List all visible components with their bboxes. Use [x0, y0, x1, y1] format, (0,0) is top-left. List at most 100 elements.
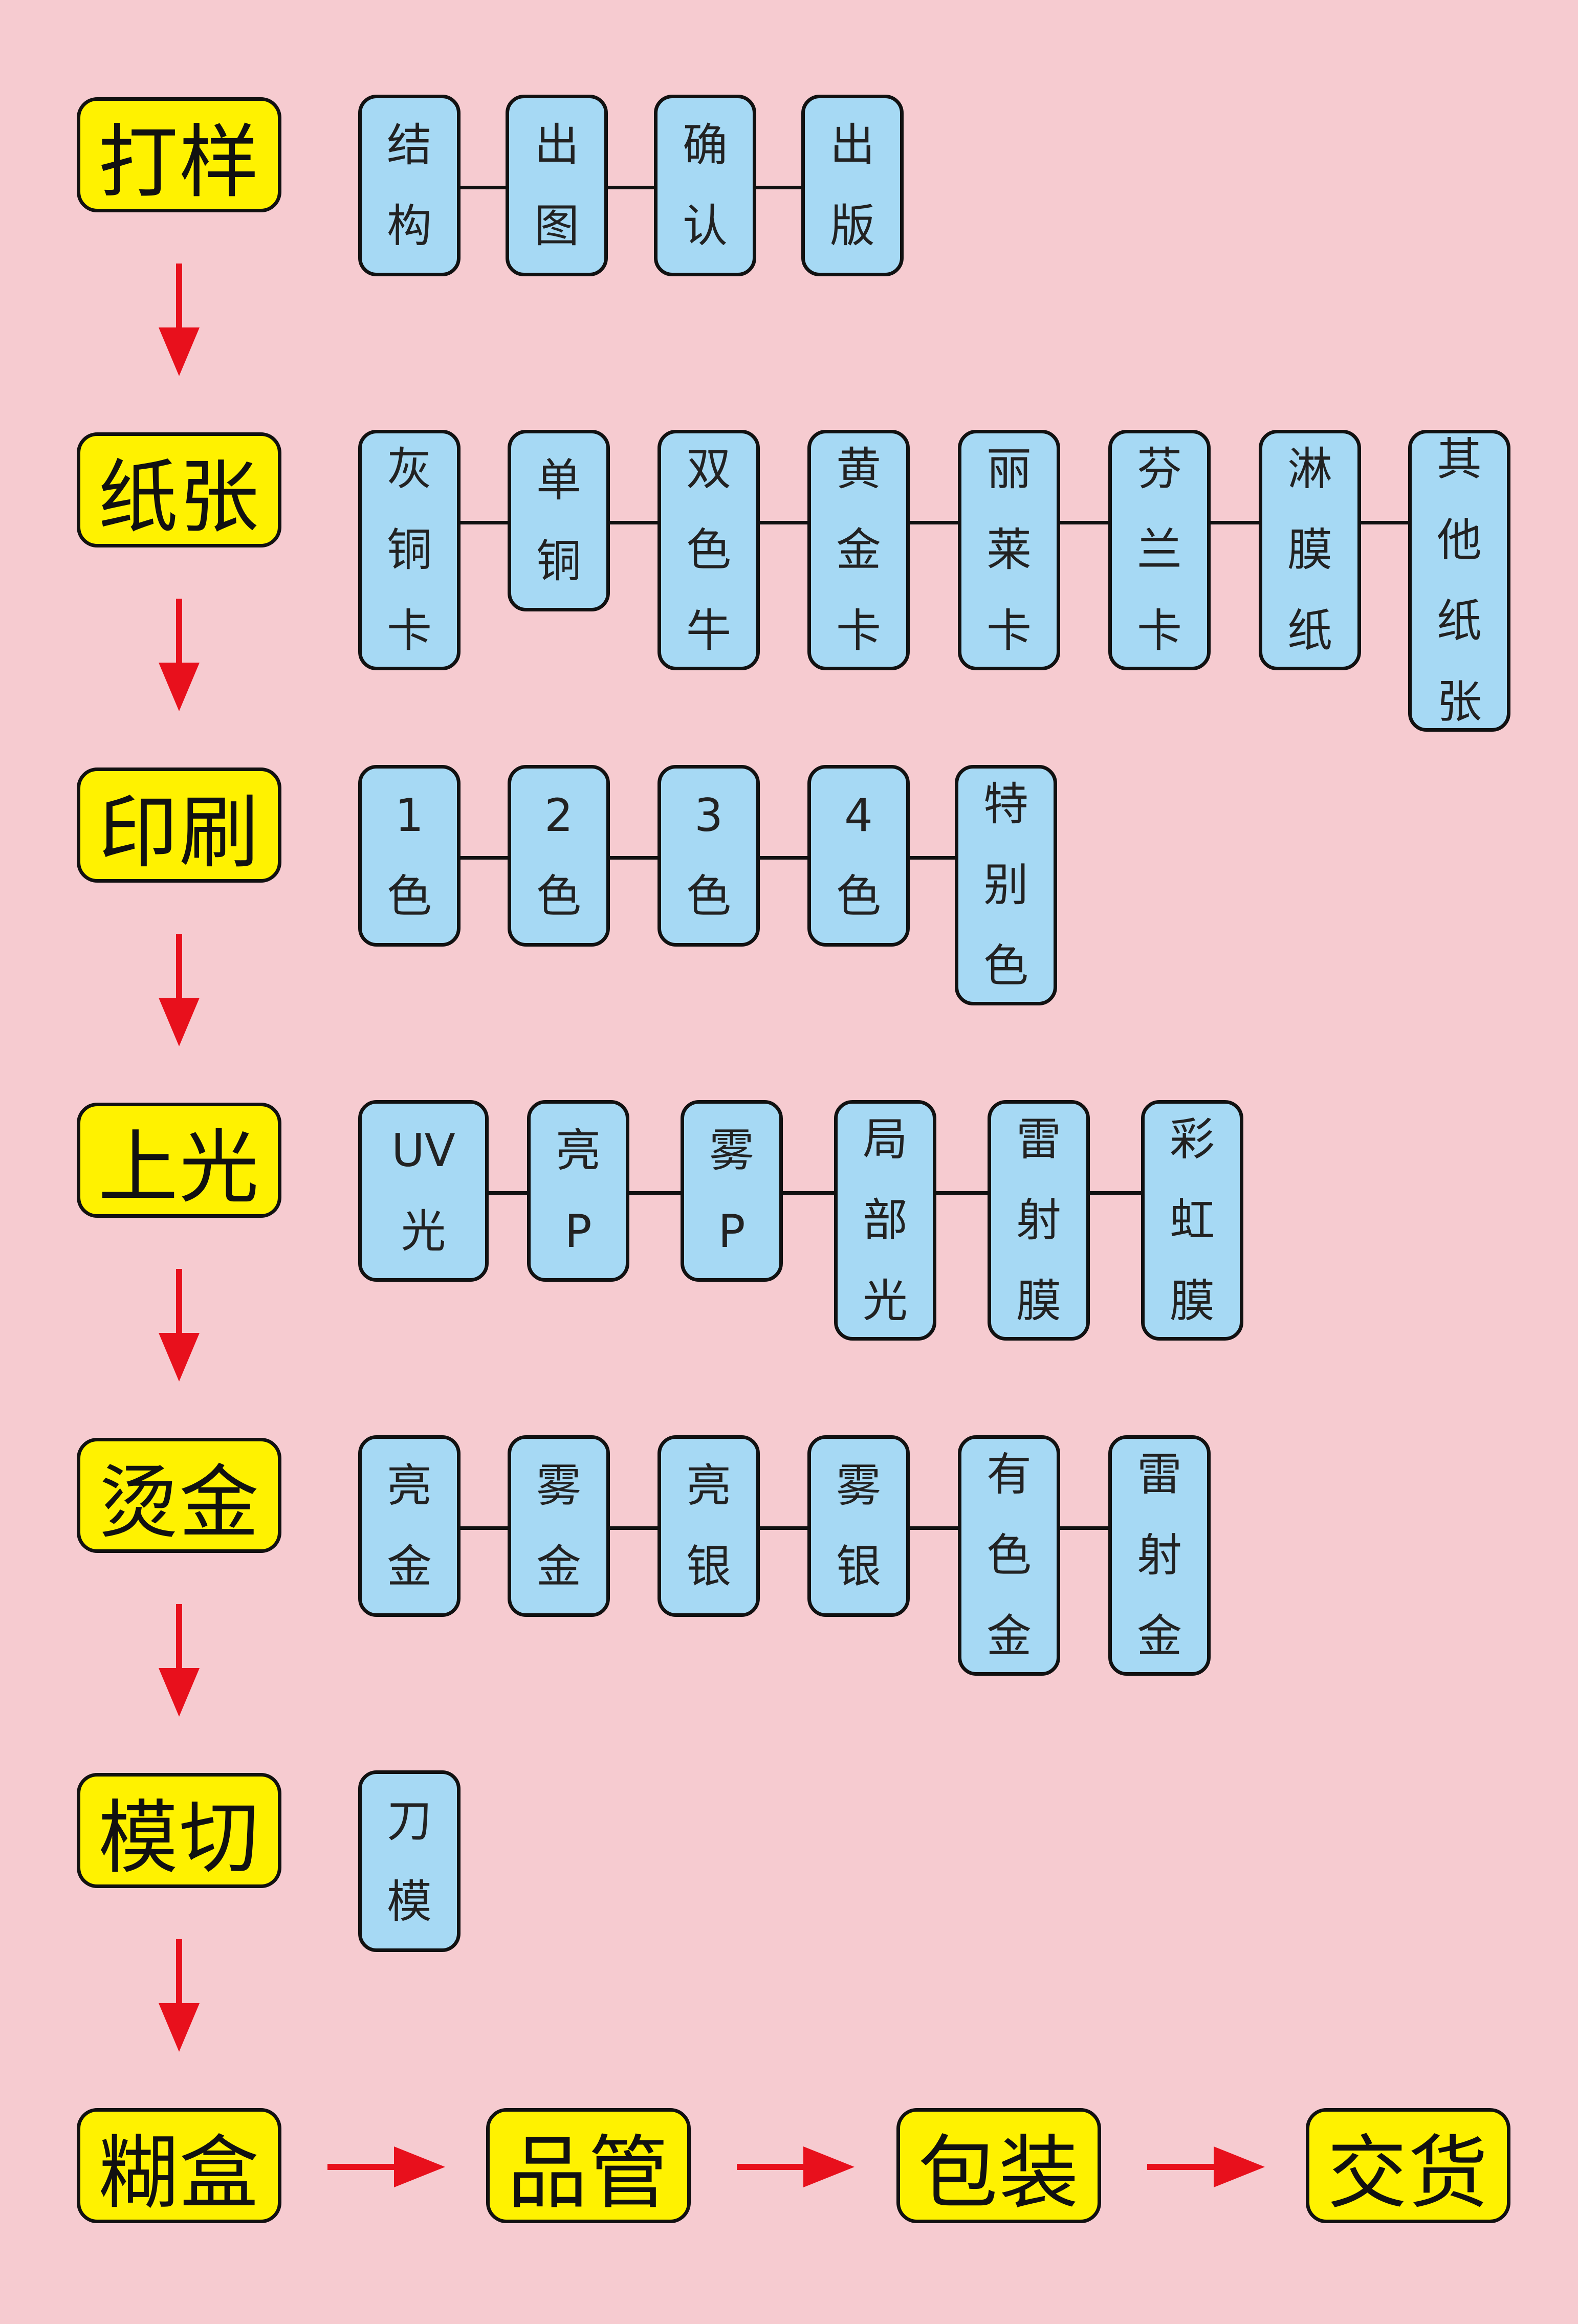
option-char: 雷: [1136, 1448, 1182, 1501]
option-char: 色: [836, 869, 881, 923]
option-box: 黄金卡: [807, 430, 910, 670]
option-char: 局: [862, 1113, 908, 1166]
option-char: 雾: [836, 1459, 881, 1512]
option-box: 出版: [801, 95, 904, 276]
option-char: 双: [686, 443, 731, 495]
option-char: 1: [395, 788, 424, 842]
down-arrow-icon: [154, 264, 205, 376]
option-char: 铜: [536, 534, 581, 587]
option-box: 结构: [358, 95, 461, 276]
connector-line: [610, 856, 658, 860]
option-char: 亮: [686, 1459, 731, 1512]
option-char: 卡: [386, 604, 432, 657]
option-box: 单铜: [508, 430, 610, 611]
option-char: 2: [544, 788, 573, 842]
connector-line: [489, 1191, 527, 1195]
connector-line: [936, 1191, 988, 1195]
option-box: 雷射金: [1108, 1435, 1211, 1676]
option-box: 其他纸张: [1408, 430, 1510, 732]
option-char: 银: [686, 1540, 731, 1593]
down-arrow-icon: [154, 1939, 205, 2052]
connector-line: [1060, 521, 1108, 524]
option-char: 雾: [536, 1459, 581, 1512]
final-stage-box: 糊盒: [77, 2108, 281, 2223]
option-char: 构: [386, 199, 432, 252]
down-arrow-icon: [154, 599, 205, 711]
option-char: P: [564, 1204, 592, 1258]
right-arrow-icon: [1147, 2141, 1265, 2193]
option-char: 他: [1436, 514, 1482, 566]
final-stage-box: 品管: [486, 2108, 691, 2223]
option-char: 张: [1436, 675, 1482, 728]
option-char: 色: [686, 869, 731, 923]
option-char: 其: [1436, 433, 1482, 486]
option-char: 彩: [1169, 1113, 1215, 1166]
option-char: 淋: [1287, 443, 1332, 495]
option-char: 金: [836, 523, 881, 576]
option-box: 刀模: [358, 1770, 461, 1952]
option-char: 认: [682, 199, 728, 252]
option-char: UV: [391, 1124, 455, 1177]
option-char: P: [718, 1204, 746, 1258]
option-char: 卡: [986, 604, 1032, 657]
option-char: 雷: [1016, 1113, 1061, 1166]
option-char: 金: [386, 1540, 432, 1593]
option-char: 银: [836, 1540, 881, 1593]
connector-line: [760, 856, 807, 860]
stage-box: 纸张: [77, 432, 281, 547]
option-char: 4: [844, 788, 873, 842]
option-box: 丽莱卡: [958, 430, 1060, 670]
option-char: 纸: [1436, 595, 1482, 647]
stage-box: 模切: [77, 1773, 281, 1888]
connector-line: [1361, 521, 1408, 524]
option-char: 色: [536, 869, 581, 923]
option-box: 有色金: [958, 1435, 1060, 1676]
option-char: 膜: [1287, 523, 1332, 576]
option-char: 射: [1016, 1194, 1061, 1246]
option-char: 膜: [1016, 1275, 1061, 1327]
connector-line: [461, 521, 508, 524]
option-char: 卡: [836, 604, 881, 657]
option-box: 局部光: [834, 1100, 936, 1341]
connector-line: [910, 1526, 958, 1530]
connector-line: [1060, 1526, 1108, 1530]
option-char: 部: [862, 1194, 908, 1246]
option-box: 出图: [506, 95, 608, 276]
option-char: 虹: [1169, 1194, 1215, 1246]
final-stage-box: 包装: [896, 2108, 1101, 2223]
option-char: 牛: [686, 604, 731, 657]
connector-line: [756, 186, 801, 189]
option-char: 色: [983, 939, 1028, 992]
option-char: 色: [386, 869, 432, 923]
option-char: 金: [1136, 1610, 1182, 1662]
option-char: 单: [536, 453, 581, 507]
right-arrow-icon: [327, 2141, 445, 2193]
connector-line: [910, 521, 958, 524]
option-char: 色: [986, 1529, 1032, 1582]
option-char: 射: [1136, 1529, 1182, 1582]
option-box: 淋膜纸: [1259, 430, 1361, 670]
stage-box: 打样: [77, 97, 281, 212]
option-char: 光: [862, 1275, 908, 1327]
connector-line: [1211, 521, 1259, 524]
option-box: 亮银: [658, 1435, 760, 1617]
connector-line: [760, 1526, 807, 1530]
option-char: 丽: [986, 443, 1032, 495]
connector-line: [461, 186, 506, 189]
option-char: 亮: [555, 1124, 601, 1177]
option-char: 铜: [386, 523, 432, 576]
option-char: 金: [986, 1610, 1032, 1662]
option-box: 双色牛: [658, 430, 760, 670]
stage-box: 印刷: [77, 768, 281, 883]
option-char: 纸: [1287, 604, 1332, 657]
option-char: 黄: [836, 443, 881, 495]
option-box: 芬兰卡: [1108, 430, 1211, 670]
connector-line: [461, 1526, 508, 1530]
option-char: 卡: [1136, 604, 1182, 657]
option-box: 雾银: [807, 1435, 910, 1617]
connector-line: [610, 1526, 658, 1530]
